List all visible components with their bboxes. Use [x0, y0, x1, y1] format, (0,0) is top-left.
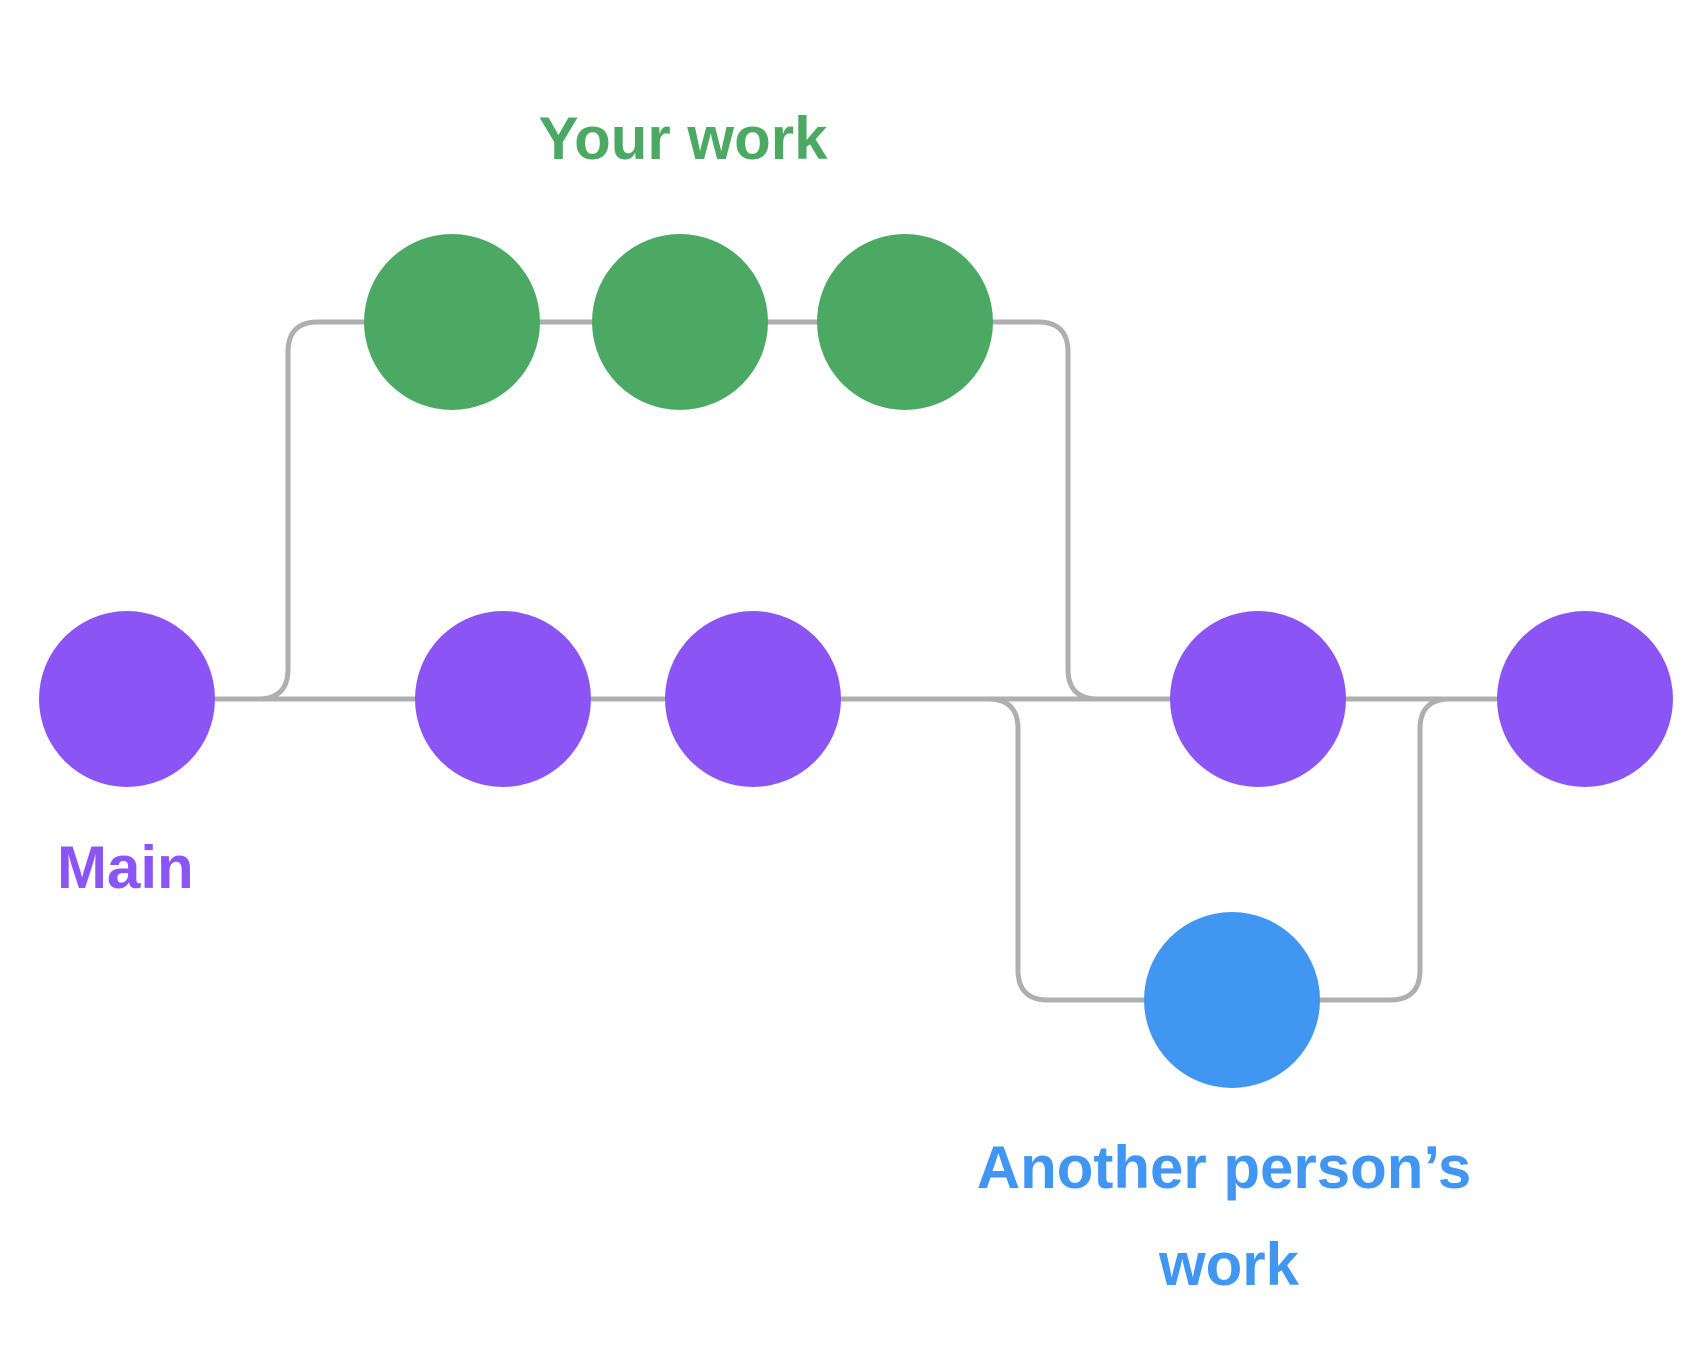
- commit-node-your-work-2: [592, 234, 768, 410]
- commit-node-another-person-1: [1144, 912, 1320, 1088]
- commit-node-main-1: [39, 611, 215, 787]
- commit-node-main-5: [1497, 611, 1673, 787]
- commit-node-your-work-3: [817, 234, 993, 410]
- branch-label-another-person-line2: work: [1158, 1231, 1300, 1298]
- commit-node-main-2: [415, 611, 591, 787]
- connector-layer: [127, 319, 1585, 1003]
- branch-label-main: Main: [57, 834, 194, 901]
- branch-label-another-person-line1: Another person’s: [977, 1134, 1472, 1201]
- commit-node-main-3: [665, 611, 841, 787]
- commit-node-your-work-1: [364, 234, 540, 410]
- commit-node-layer: [39, 234, 1673, 1088]
- commit-node-main-4: [1170, 611, 1346, 787]
- branch-label-your-work: Your work: [539, 105, 829, 172]
